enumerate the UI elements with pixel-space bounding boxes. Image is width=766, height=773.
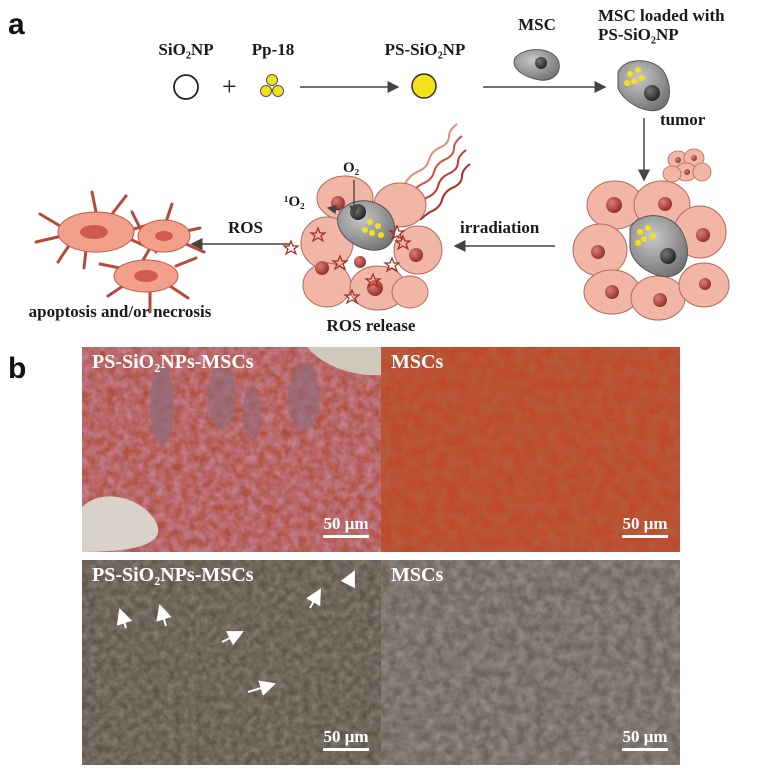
ps-sio2np-particle <box>411 73 437 99</box>
label-msc-loaded: MSC loaded with PS-SiO₂NP <box>598 6 725 44</box>
tumor-with-msc <box>572 180 730 321</box>
scale-bar: 50 μm <box>323 727 369 751</box>
label-msc-loaded-line1: MSC loaded with <box>598 6 725 25</box>
scale-line <box>622 535 668 538</box>
dying-cells <box>34 190 206 314</box>
sio2np-particle <box>173 74 199 100</box>
label-ros: ROS <box>228 218 263 237</box>
ros-stars <box>282 224 412 305</box>
msc-loaded-cell <box>617 60 670 112</box>
micrograph-phase-control: MSCs 50 μm <box>381 560 680 765</box>
micrograph-label: PS-SiO₂NPs-MSCs <box>92 351 254 373</box>
label-ps-sio2np: PS-SiO₂NP <box>384 40 466 59</box>
micrograph-he-treated: PS-SiO₂NPs-MSCs 50 μm <box>82 347 381 552</box>
micrograph-label: MSCs <box>391 564 444 586</box>
pp18-molecules <box>260 74 284 97</box>
scale-line <box>323 535 369 538</box>
label-irradiation: irradiation <box>460 218 540 237</box>
scale-line <box>323 748 369 751</box>
label-msc: MSC <box>518 15 556 34</box>
micrograph-label: MSCs <box>391 351 444 373</box>
scale-bar: 50 μm <box>323 514 369 538</box>
scale-line <box>622 748 668 751</box>
panel-letter-a: a <box>8 8 25 41</box>
small-tumor-cluster <box>662 148 712 183</box>
label-tumor: tumor <box>660 110 706 129</box>
schematic-diagram <box>34 49 730 321</box>
label-outcome: apoptosis and/or necrosis <box>28 302 212 321</box>
ros-release-cluster <box>282 175 443 311</box>
label-o2: O₂ <box>343 160 360 176</box>
scale-text: 50 μm <box>323 514 369 533</box>
scale-text: 50 μm <box>323 727 369 746</box>
scale-text: 50 μm <box>622 514 668 533</box>
scale-bar: 50 μm <box>622 514 668 538</box>
panel-letter-b: b <box>8 352 27 385</box>
micrograph-he-control: MSCs 50 μm <box>381 347 680 552</box>
label-singlet-oxygen: ¹O₂ <box>284 194 305 210</box>
micrograph-label: PS-SiO₂NPs-MSCs <box>92 564 254 586</box>
scale-bar: 50 μm <box>622 727 668 751</box>
micrograph-phase-treated: PS-SiO₂NPs-MSCs 50 μm <box>82 560 381 765</box>
label-ros-release: ROS release <box>326 316 416 335</box>
label-plus: + <box>222 72 237 101</box>
label-sio2np: SiO₂NP <box>158 40 214 59</box>
msc-cell <box>513 49 560 81</box>
label-pp18: Pp-18 <box>251 40 295 59</box>
scale-text: 50 μm <box>622 727 668 746</box>
label-msc-loaded-line2: PS-SiO₂NP <box>598 25 679 44</box>
